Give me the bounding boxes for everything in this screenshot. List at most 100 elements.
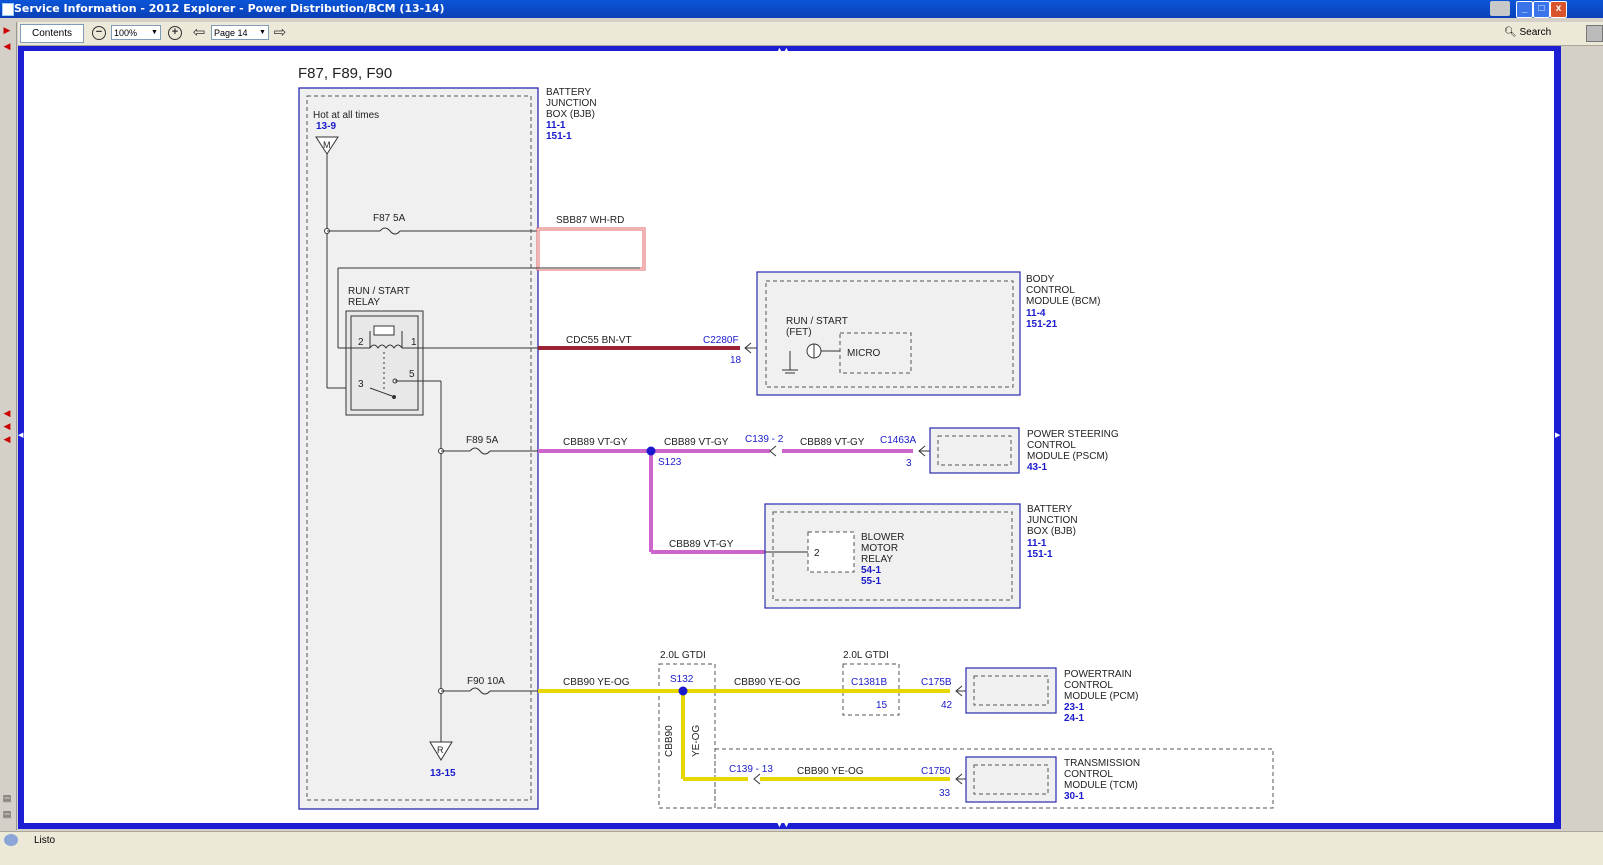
app-icon: [2, 3, 14, 16]
tcm-ref-1[interactable]: 30-1: [1064, 791, 1084, 802]
pcm-label-3: MODULE (PCM): [1064, 691, 1138, 702]
relay-pin-2: 2: [358, 337, 364, 348]
search-icon: 🔍︎: [1504, 27, 1517, 38]
blower-ref-1[interactable]: 54-1: [861, 565, 881, 576]
pcm-box: [965, 667, 1057, 714]
title-bar: Service Information - 2012 Explorer - Po…: [0, 0, 1603, 18]
diagram-heading: F87, F89, F90: [298, 65, 392, 82]
pcm-inner-box: [973, 675, 1049, 706]
c1463a-label[interactable]: C1463A: [880, 435, 916, 446]
c2280f-label[interactable]: C2280F: [703, 335, 739, 346]
s132-label[interactable]: S132: [670, 674, 694, 685]
window-title: Service Information - 2012 Explorer - Po…: [14, 2, 445, 15]
c1750-label[interactable]: C1750: [921, 766, 951, 777]
bjb-ref-2[interactable]: 151-1: [546, 131, 572, 142]
blower-relay-pin: 2: [814, 548, 820, 559]
search-label: Search: [1519, 27, 1552, 38]
bcm-box: [756, 271, 1021, 396]
hot-ref[interactable]: 13-9: [316, 121, 336, 132]
relay-label-2: RELAY: [348, 297, 380, 308]
s123-splice-dot: [646, 446, 656, 456]
minimize-button[interactable]: _: [1516, 1, 1533, 18]
printer-icon[interactable]: [1490, 1, 1510, 16]
bjb-label-2: JUNCTION: [546, 98, 597, 109]
relay-coil-winding: [369, 344, 403, 349]
close-button[interactable]: x: [1550, 1, 1567, 18]
bcm-fet-label-2: (FET): [786, 327, 812, 338]
blower-ref-2[interactable]: 55-1: [861, 576, 881, 587]
bcm-ref-1[interactable]: 11-4: [1026, 308, 1046, 319]
c1750-pin: 33: [939, 788, 951, 799]
bottom-resize-handle[interactable]: ▼▼: [776, 822, 790, 829]
f87-label: F87 5A: [373, 213, 406, 224]
cbb89-label-a: CBB89 VT-GY: [563, 437, 628, 448]
zoom-in-icon[interactable]: +: [168, 26, 182, 40]
page-select[interactable]: Page 14 ▼: [211, 25, 269, 40]
bjb2-ref-2[interactable]: 151-1: [1027, 549, 1053, 560]
next-page-icon[interactable]: ⇨: [273, 24, 287, 41]
arrow-down-icon[interactable]: ◀: [3, 434, 11, 444]
pscm-ref-1[interactable]: 43-1: [1027, 462, 1047, 473]
chevron-down-icon: ▼: [259, 29, 266, 36]
bcm-inner-box: [765, 280, 1014, 388]
c139-13-label[interactable]: C139 - 13: [729, 764, 773, 775]
bcm-label-3: MODULE (BCM): [1026, 296, 1100, 307]
gtdi-region-1: [658, 663, 716, 809]
c175b-label[interactable]: C175B: [921, 677, 952, 688]
toolbar: Contents − 100% ▼ + ⇦ Page 14 ▼ ⇨ 🔍︎ Sea…: [18, 22, 1603, 46]
bcm-ref-2[interactable]: 151-21: [1026, 319, 1058, 330]
tcm-label-2: CONTROL: [1064, 769, 1113, 780]
zoom-value: 100%: [114, 28, 138, 38]
status-text: Listo: [34, 835, 56, 846]
zoom-out-icon[interactable]: −: [92, 26, 106, 40]
print-icon[interactable]: [1586, 25, 1603, 42]
relay-pin-1: 1: [411, 337, 417, 348]
bcm-label-2: CONTROL: [1026, 285, 1075, 296]
contents-button[interactable]: Contents: [20, 24, 84, 43]
c1381b-label[interactable]: C1381B: [851, 677, 887, 688]
ground-ref[interactable]: 13-15: [430, 768, 456, 779]
bcm-fet-label-1: RUN / START: [786, 316, 848, 327]
zoom-select[interactable]: 100% ▼: [111, 25, 161, 40]
bjb-blower-inner-box: [772, 511, 1013, 601]
gtdi-label-1: 2.0L GTDI: [660, 650, 706, 661]
cbb90-vertical-label-1: CBB90: [664, 725, 675, 757]
arrow-mid-icon[interactable]: ◀: [3, 421, 11, 431]
chevron-down-icon: ▼: [151, 29, 158, 36]
s132-splice-dot: [678, 686, 688, 696]
bjb-label-3: BOX (BJB): [546, 109, 595, 120]
panel-icon[interactable]: ▤: [2, 793, 12, 803]
panel-icon-2[interactable]: ▤: [2, 809, 12, 819]
blower-label-2: MOTOR: [861, 543, 898, 554]
maximize-button[interactable]: □: [1533, 1, 1550, 18]
bjb2-ref-1[interactable]: 11-1: [1027, 538, 1047, 549]
f87-fuse-icon: [379, 227, 401, 235]
relay-inner-box: [350, 315, 419, 411]
pcm-label-1: POWERTRAIN: [1064, 669, 1132, 680]
top-resize-handle[interactable]: ▲▲: [776, 47, 790, 54]
arrow-left-icon[interactable]: ◀: [3, 41, 11, 51]
arrow-up-icon[interactable]: ◀: [3, 408, 11, 418]
s123-label[interactable]: S123: [658, 457, 682, 468]
bjb-label-1: BATTERY: [546, 87, 592, 98]
right-resize-handle[interactable]: ▶: [1555, 432, 1561, 439]
left-panel-strip: ▶ ◀ ◀ ◀ ◀ ▤ ▤: [0, 22, 17, 830]
arrow-right-icon[interactable]: ▶: [3, 25, 11, 35]
pscm-inner-box: [937, 435, 1012, 466]
hot-terminal-icon: [315, 136, 339, 155]
page-value: Page 14: [214, 28, 248, 38]
tcm-label-3: MODULE (TCM): [1064, 780, 1138, 791]
relay-coil-icon: [373, 325, 395, 336]
pcm-ref-2[interactable]: 24-1: [1064, 713, 1084, 724]
c1463a-pin: 3: [906, 458, 912, 469]
pcm-ref-1[interactable]: 23-1: [1064, 702, 1084, 713]
hot-terminal-letter: M: [323, 140, 331, 150]
search-button[interactable]: 🔍︎ Search: [1504, 24, 1576, 42]
blower-label-1: BLOWER: [861, 532, 904, 543]
left-resize-handle[interactable]: ◀: [18, 432, 24, 439]
f90-fuse-icon: [469, 687, 491, 695]
c139-2-label[interactable]: C139 - 2: [745, 434, 784, 445]
bjb2-label-3: BOX (BJB): [1027, 526, 1076, 537]
bjb-ref-1[interactable]: 11-1: [546, 120, 566, 131]
previous-page-icon[interactable]: ⇦: [192, 24, 206, 41]
